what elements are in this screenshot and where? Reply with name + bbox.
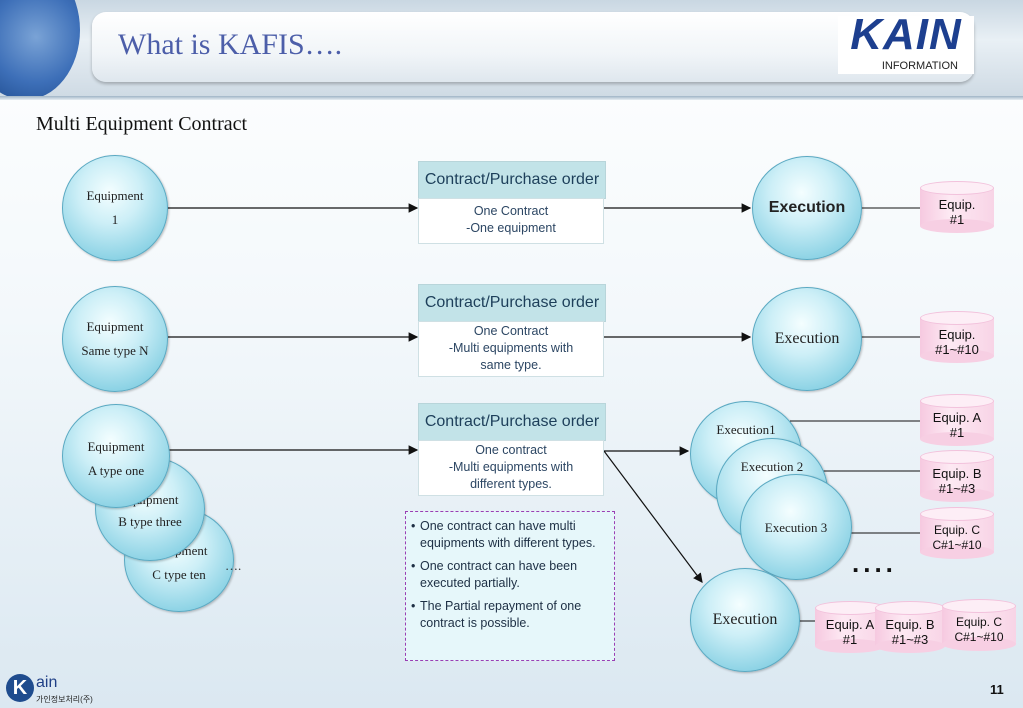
equipment-label: Equipment (86, 319, 144, 334)
equipment-circle-a: Equipment A type one (62, 404, 170, 508)
equip-cylinder-all-b: Equip. B#1~#3 (875, 601, 945, 653)
equip-label: Equip. C (955, 615, 1003, 629)
arrow-row3-to-execution-all (603, 450, 703, 583)
box-line: same type. (480, 358, 542, 372)
equip-label: Equip. B (932, 466, 982, 481)
equipment-circle-1: Equipment 1 (62, 155, 168, 261)
equip-cylinder-3b: Equip. B#1~#3 (920, 450, 994, 502)
box-line: -Multi equipments with (448, 460, 574, 474)
equip-label: Equip. A (932, 410, 982, 425)
box-line: -Multi equipments with (448, 341, 574, 355)
contract-box-body-2: One Contract -Multi equipments with same… (418, 321, 604, 377)
execution-label: Execution 2 (740, 459, 804, 474)
header-divider (0, 96, 1023, 100)
equip-label: Equip. (938, 197, 976, 212)
execution-label: Execution1 (716, 422, 776, 437)
equip-range: #1 (949, 425, 965, 440)
note-item: One contract can have been executed part… (411, 558, 608, 592)
execution-label: Execution (712, 611, 778, 628)
equipment-sub-label: Same type N (81, 343, 149, 358)
execution-circle-1: Execution (752, 156, 862, 260)
page-number: 11 (990, 682, 1004, 697)
equipment-sub-label: 1 (111, 212, 119, 227)
execution-circle-2: Execution (752, 287, 862, 391)
box-line: different types. (470, 477, 552, 491)
equipment-ellipsis: …. (225, 558, 242, 573)
box-line: -One equipment (466, 221, 556, 235)
box-line: One Contract (473, 324, 549, 338)
execution-label: Execution 3 (764, 520, 828, 535)
note-item: The Partial repayment of one contract is… (411, 598, 608, 632)
page-title: What is KAFIS…. (118, 28, 343, 61)
logo-subtext: INFORMATION (881, 60, 958, 72)
contract-box-body-1: One Contract -One equipment (418, 198, 604, 244)
equip-cylinder-1: Equip.#1 (920, 181, 994, 233)
equip-cylinder-2: Equip.#1~#10 (920, 311, 994, 363)
equipment-sub-label: C type ten (152, 567, 206, 582)
note-item: One contract can have multi equipments w… (411, 518, 608, 552)
contract-box-header-1: Contract/Purchase order (418, 161, 606, 199)
footer-logo-sub: 가인정보처리(주) (36, 695, 93, 704)
more-dots: .... (852, 548, 897, 578)
equipment-circle-2: Equipment Same type N (62, 286, 168, 392)
execution-circle-3c: Execution 3 (740, 474, 852, 580)
equipment-label: Equipment (87, 439, 145, 454)
logo-wordmark: KAIN (850, 10, 962, 59)
equip-label: Equip. C (933, 523, 981, 537)
equip-range: #1~#3 (891, 632, 929, 647)
footer-logo: K ain 가인정보처리(주) (6, 672, 96, 706)
execution-label: Execution (768, 199, 846, 216)
equip-cylinder-all-a: Equip. A#1 (815, 601, 885, 653)
equip-range: #1 (949, 212, 965, 227)
equip-label: Equip. (938, 327, 976, 342)
equip-range: #1~#3 (938, 481, 976, 496)
execution-label: Execution (774, 330, 840, 347)
equip-range: #1~#10 (935, 342, 979, 357)
box-line: One Contract (473, 204, 549, 218)
company-logo: KAIN INFORMATION (838, 10, 974, 74)
contract-box-body-3: One contract -Multi equipments with diff… (418, 440, 604, 496)
equipment-sub-label: B type three (118, 514, 182, 529)
footer-logo-letter: K (6, 674, 34, 702)
footer-logo-word: ain (36, 674, 58, 691)
equip-label: Equip. A (825, 617, 875, 632)
equip-range: #1 (842, 632, 858, 647)
header-title-bar (92, 12, 974, 82)
notes-box: One contract can have multi equipments w… (405, 511, 615, 661)
slide-subtitle: Multi Equipment Contract (36, 113, 248, 135)
equip-range: C#1~#10 (954, 630, 1004, 644)
equip-cylinder-3a: Equip. A#1 (920, 394, 994, 446)
box-line: One contract (475, 443, 547, 457)
equipment-sub-label: A type one (87, 463, 145, 478)
equip-range: C#1~#10 (932, 538, 982, 552)
contract-box-header-2: Contract/Purchase order (418, 284, 606, 322)
execution-circle-all: Execution (690, 568, 800, 672)
equipment-label: Equipment (86, 188, 144, 203)
equip-label: Equip. B (885, 617, 935, 632)
contract-box-header-3: Contract/Purchase order (418, 403, 606, 441)
